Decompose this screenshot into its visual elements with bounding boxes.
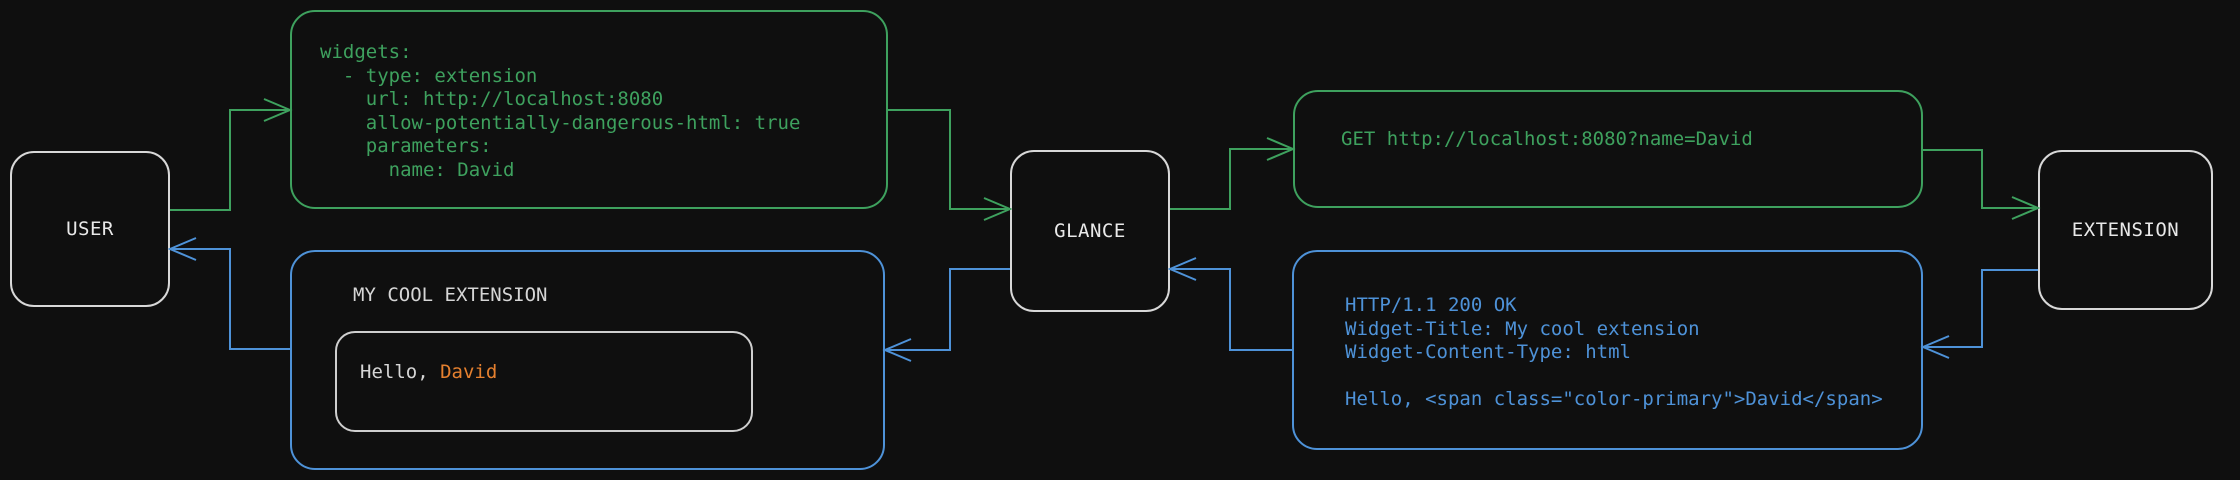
arrow-response-to-glance bbox=[1167, 257, 1292, 351]
glance-node-label: GLANCE bbox=[1054, 220, 1126, 242]
widget-content-frame: Hello, David bbox=[335, 331, 753, 432]
config-yaml-code: widgets: - type: extension url: http://l… bbox=[320, 41, 801, 181]
arrow-glance-to-widget bbox=[882, 268, 1010, 362]
arrow-request-to-extension bbox=[1923, 149, 2041, 220]
http-response-code: HTTP/1.1 200 OK Widget-Title: My cool ex… bbox=[1345, 294, 1883, 410]
widget-greeting: Hello, David bbox=[360, 361, 497, 385]
user-node-label: USER bbox=[66, 218, 114, 240]
arrow-extension-to-response bbox=[1920, 269, 2038, 359]
glance-node: GLANCE bbox=[1010, 150, 1170, 312]
widget-title: MY COOL EXTENSION bbox=[353, 284, 548, 306]
arrow-config-to-glance bbox=[888, 109, 1013, 221]
rendered-widget-box: MY COOL EXTENSION Hello, David bbox=[290, 250, 885, 470]
extension-node-label: EXTENSION bbox=[2071, 219, 2180, 241]
http-request-code: GET http://localhost:8080?name=David bbox=[1341, 128, 1753, 150]
arrow-user-to-config bbox=[170, 98, 293, 211]
http-request-box: GET http://localhost:8080?name=David bbox=[1293, 90, 1923, 208]
user-node: USER bbox=[10, 151, 170, 307]
extension-node: EXTENSION bbox=[2038, 150, 2213, 310]
config-yaml-box: widgets: - type: extension url: http://l… bbox=[290, 10, 888, 209]
http-response-box: HTTP/1.1 200 OK Widget-Title: My cool ex… bbox=[1292, 250, 1923, 450]
greeting-name: David bbox=[440, 361, 498, 383]
greeting-prefix: Hello, bbox=[360, 361, 441, 383]
arrow-widget-to-user bbox=[167, 237, 290, 350]
arrow-glance-to-request bbox=[1170, 137, 1296, 210]
